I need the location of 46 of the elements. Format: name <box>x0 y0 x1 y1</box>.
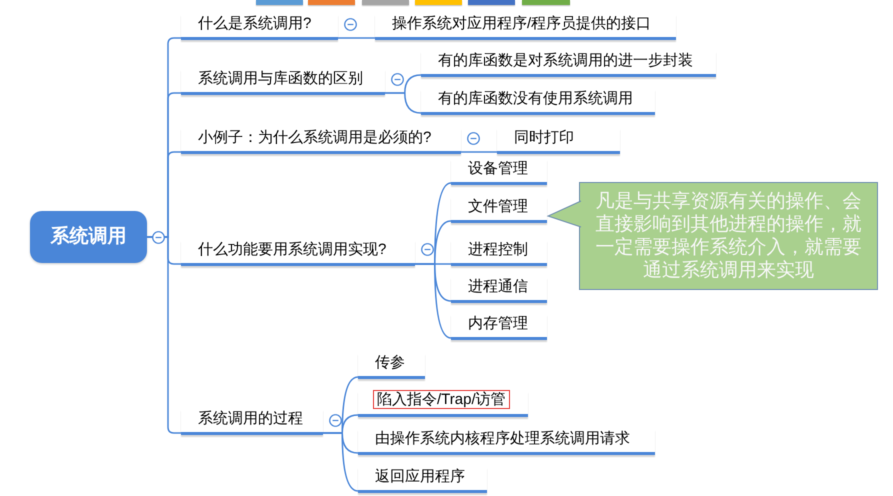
connector-line <box>338 37 375 39</box>
underlined-topic <box>375 14 676 40</box>
topic-text: 什么功能要用系统调用实现? <box>198 240 386 260</box>
topic-text: 进程通信 <box>468 276 528 296</box>
underlined-topic <box>358 352 425 378</box>
underlined-topic <box>181 408 323 434</box>
connector-line <box>385 92 422 114</box>
topic-text: 同时打印 <box>514 128 574 148</box>
topic-text: 系统调用的过程 <box>198 408 303 428</box>
underlined-topic <box>358 390 528 416</box>
underlined-topic <box>181 68 385 94</box>
topic-text: 什么是系统调用? <box>198 14 312 34</box>
callout-box <box>579 182 878 290</box>
underlined-topic <box>451 276 547 302</box>
topic-text: 文件管理 <box>468 196 528 216</box>
connector-line <box>415 263 452 339</box>
callout-pointer <box>548 200 582 228</box>
connector-line <box>461 151 497 153</box>
underlined-topic <box>421 50 716 76</box>
highlighted-topic-text: 陷入指令/Trap/访管 <box>373 390 510 408</box>
underlined-topic <box>497 128 620 154</box>
topic-text: 系统调用与库函数的区别 <box>198 68 363 88</box>
topic-text: 内存管理 <box>468 314 528 334</box>
topic-text: 由操作系统内核程序处理系统调用请求 <box>375 428 630 448</box>
root-text: 系统调用 <box>50 225 126 249</box>
underlined-topic <box>451 158 547 184</box>
underlined-topic <box>451 240 547 266</box>
underlined-topic <box>181 14 338 40</box>
topic-text: 传参 <box>375 352 405 372</box>
topic-text: 返回应用程序 <box>375 466 465 486</box>
underlined-topic <box>451 196 547 222</box>
underlined-topic <box>421 88 655 114</box>
connector-line <box>323 432 358 492</box>
underlined-topic <box>181 128 461 154</box>
underlined-topic <box>358 466 487 492</box>
root-topic <box>30 211 147 263</box>
underlined-topic <box>451 314 547 340</box>
topic-text: 有的库函数没有使用系统调用 <box>438 88 633 108</box>
topic-text: 设备管理 <box>468 158 528 178</box>
topic-text: 进程控制 <box>468 240 528 260</box>
callout-text: 凡是与共享资源有关的操作、会直接影响到其他进程的操作，就一定需要操作系统介入，就需要通过系统调用来实现 <box>594 190 862 282</box>
topic-text: 小例子：为什么系统调用是必须的? <box>198 128 432 148</box>
topic-text: 有的库函数是对系统调用的进一步封装 <box>438 50 693 70</box>
topic-text: 操作系统对应用程序/程序员提供的接口 <box>392 14 652 34</box>
underlined-topic <box>358 428 655 454</box>
underlined-topic <box>181 240 415 266</box>
